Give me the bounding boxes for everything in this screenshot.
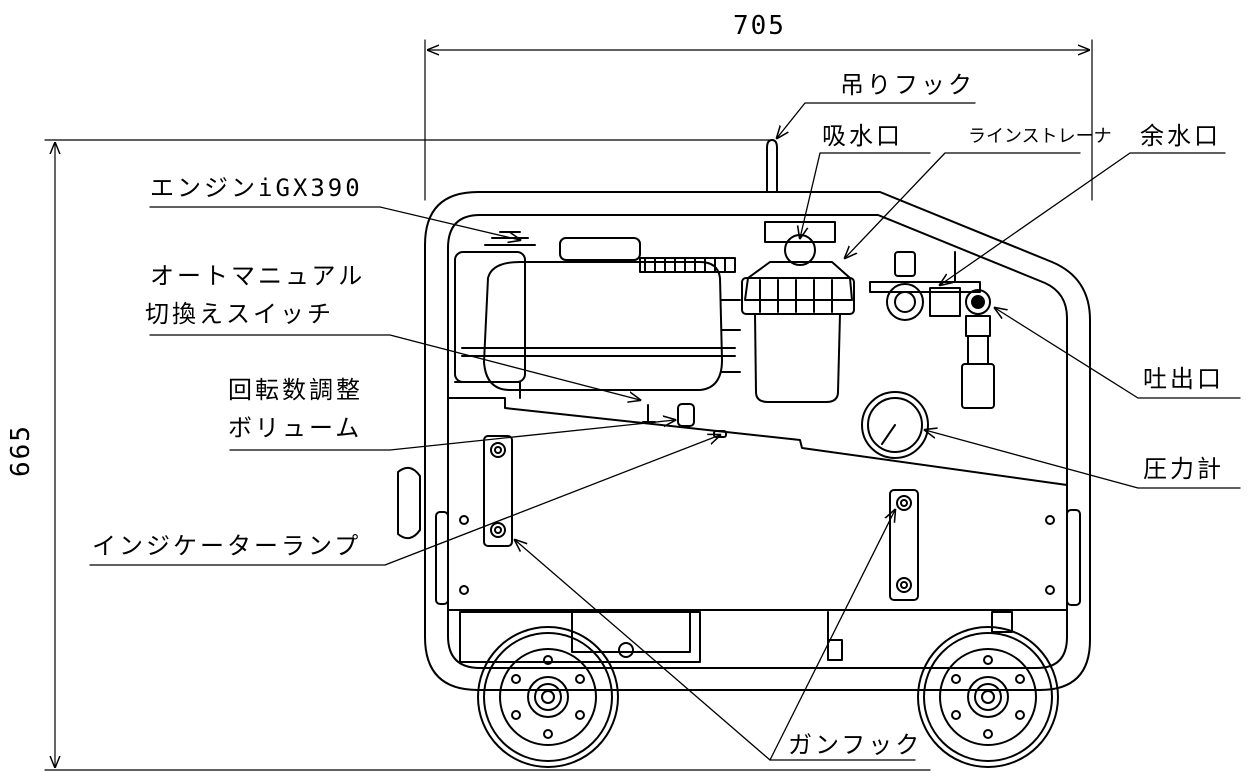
valve-outlet-drawing	[869, 251, 995, 409]
dimension-lines	[44, 39, 1093, 771]
pressure-gauge-drawing	[861, 391, 929, 459]
label-rpm-volume-2: ボリューム	[228, 414, 363, 442]
label-pressure-gauge: 圧力計	[1143, 455, 1224, 483]
label-outlet: 吐出口	[1143, 365, 1224, 393]
label-engine: エンジンiGX390	[150, 174, 363, 202]
label-auto-manual-switch-1: オートマニュアル	[150, 262, 366, 290]
outer-frame	[424, 191, 1091, 691]
left-wheel-drawing	[477, 626, 619, 768]
right-wheel-drawing	[917, 626, 1059, 768]
dimension-width: 705	[733, 11, 786, 41]
label-rpm-volume-1: 回転数調整	[228, 376, 363, 404]
label-residual-water-port: 余水口	[1140, 122, 1221, 150]
label-indicator-lamp: インジケーターランプ	[92, 532, 362, 560]
engine-drawing	[454, 231, 741, 399]
label-lifting-hook: 吊りフック	[840, 71, 975, 99]
side-handle-drawing	[397, 466, 421, 540]
label-line-strainer: ラインストレーナ	[968, 126, 1112, 147]
bottom-area-drawing	[459, 611, 1013, 663]
control-panel-drawing	[435, 397, 1081, 611]
dimension-height: 665	[6, 424, 36, 477]
label-gun-hook: ガンフック	[788, 731, 923, 759]
label-water-inlet: 吸水口	[822, 122, 903, 150]
lifting-hook-post	[766, 139, 778, 193]
leader-lines	[89, 102, 1241, 761]
line-strainer-drawing	[741, 221, 855, 403]
label-auto-manual-switch-2: 切換えスイッチ	[145, 300, 334, 328]
